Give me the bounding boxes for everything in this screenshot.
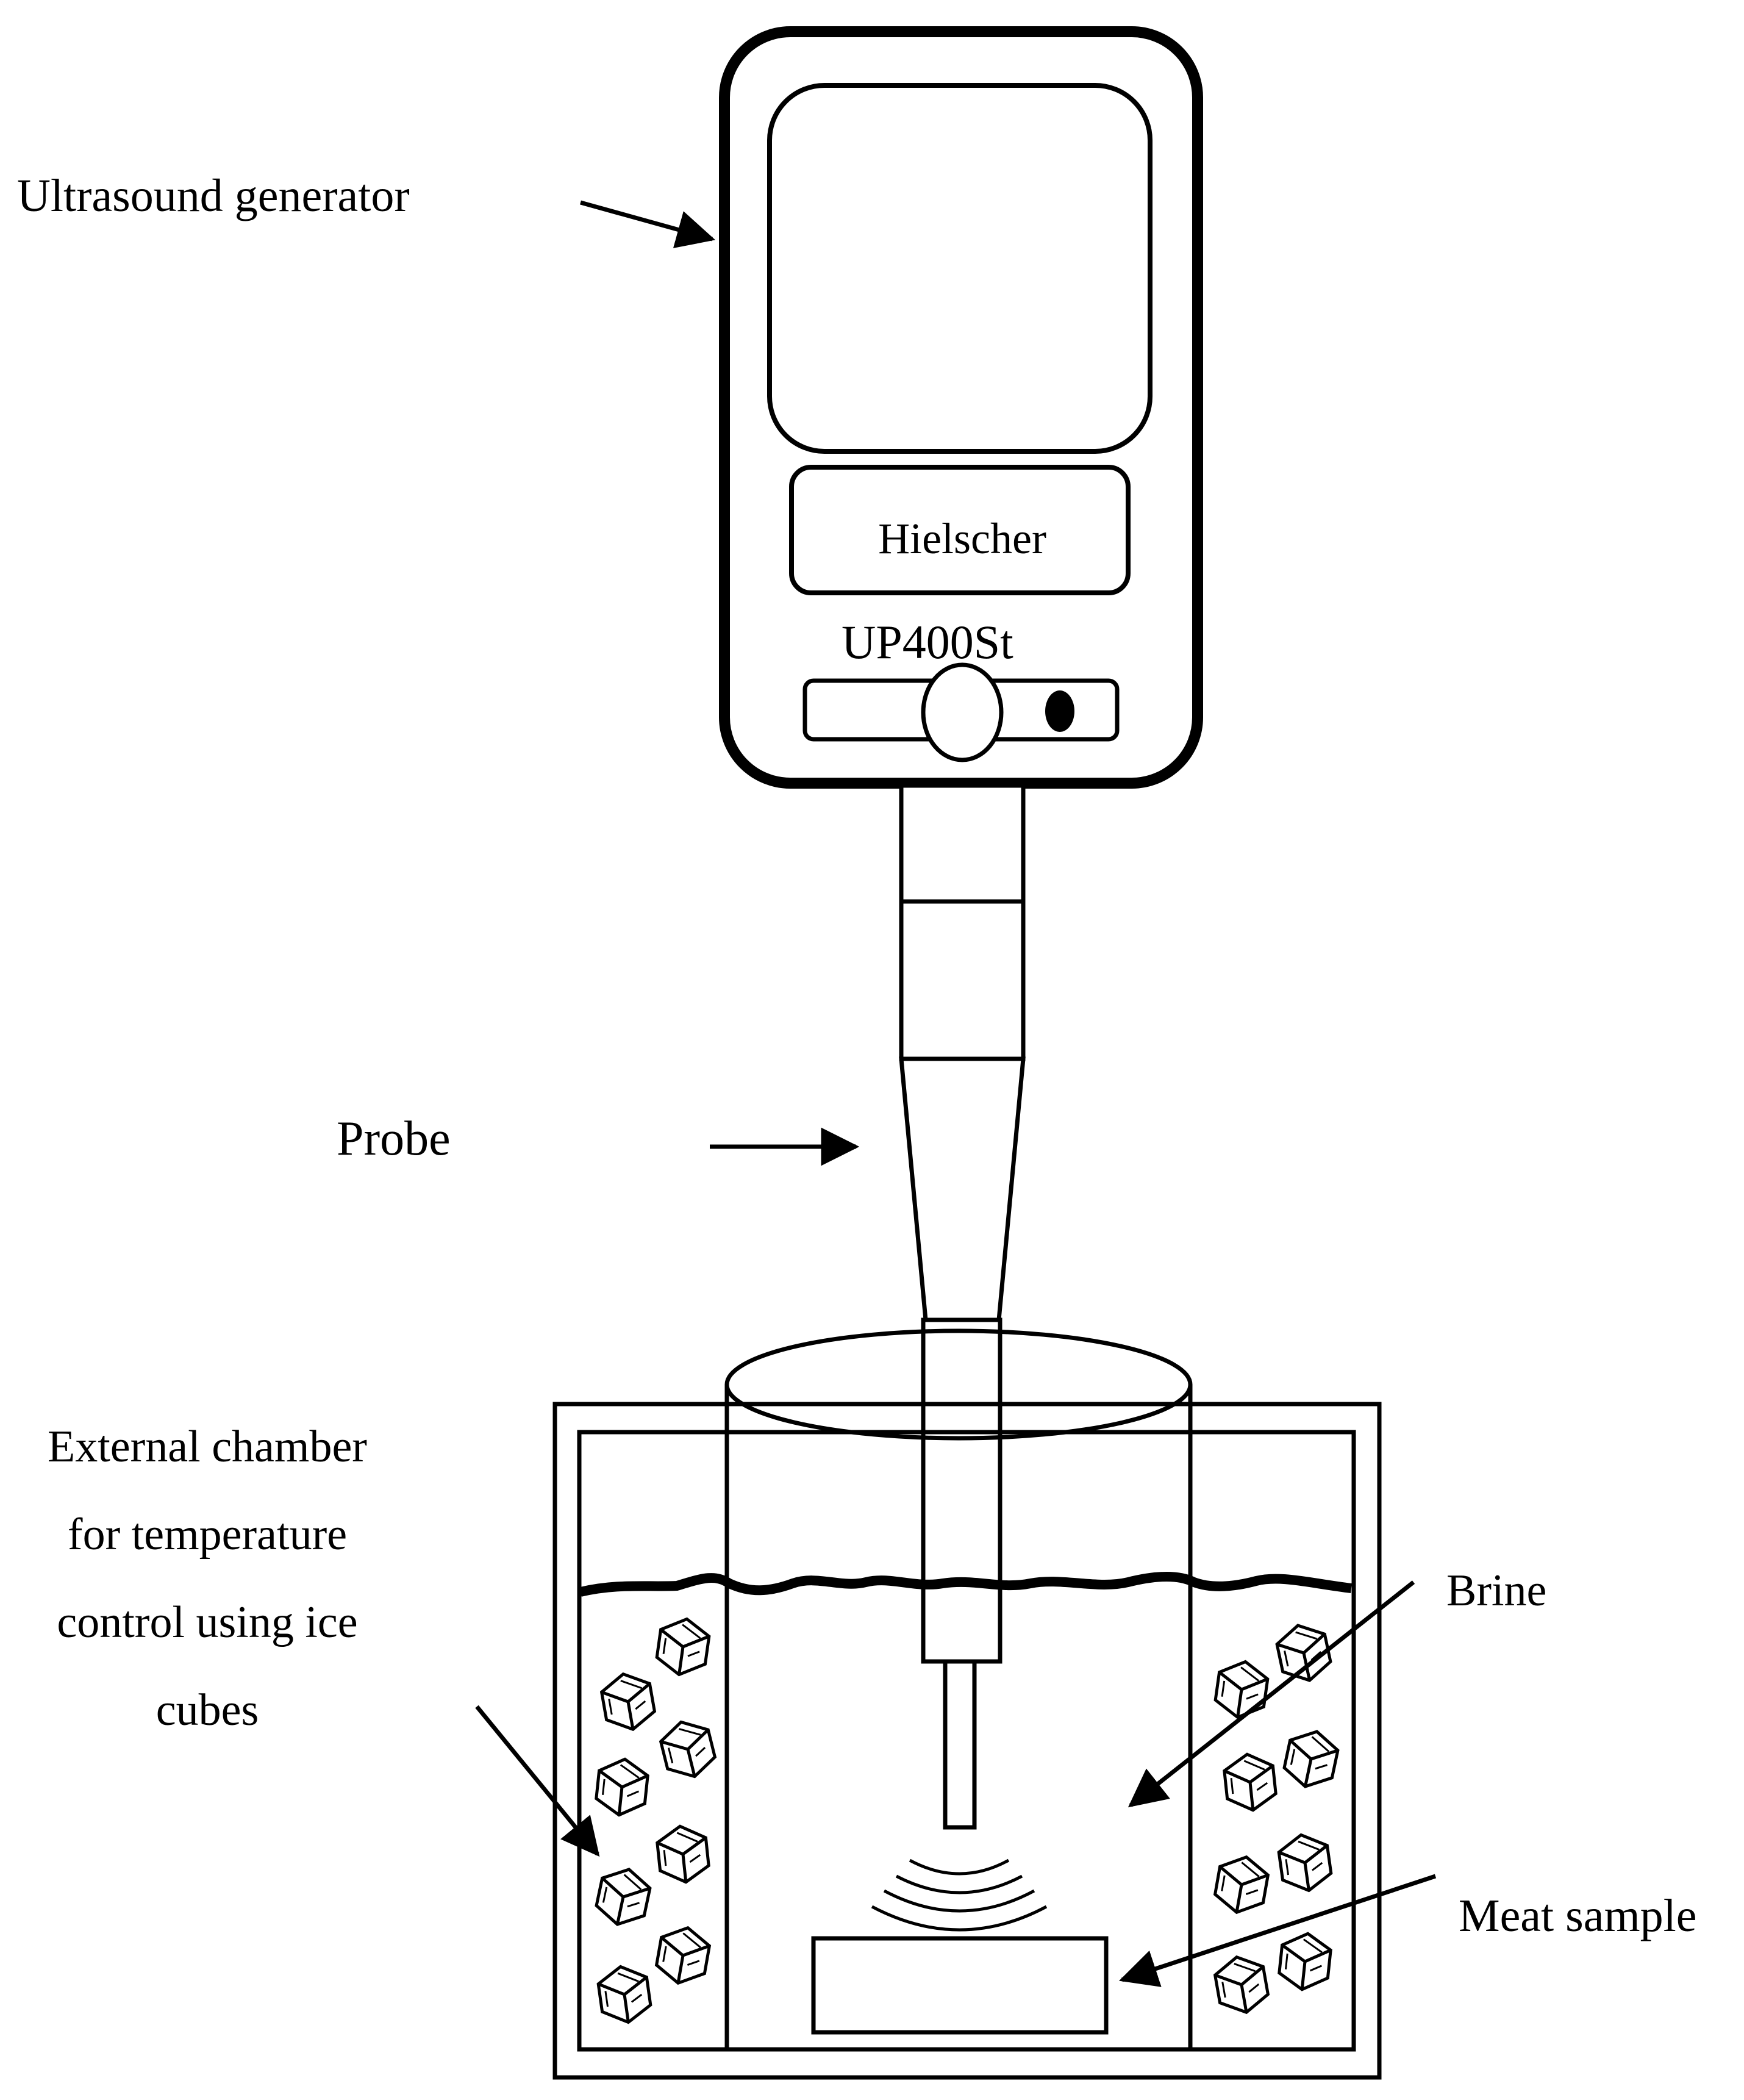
label-ultrasound-generator: Ultrasound generator: [17, 170, 410, 221]
arrow-meat-sample: [1119, 1874, 1437, 1987]
arrow-external-chamber: [475, 1705, 600, 1857]
ice-cubes-right: [1213, 1621, 1341, 2017]
ultrasound-generator: [719, 26, 1203, 789]
device-brand-name: Hielscher: [878, 514, 1046, 563]
arrow-generator: [580, 200, 716, 248]
ice-cubes-left: [593, 1616, 718, 2026]
indicator-light: [1045, 690, 1074, 732]
ultrasonic-waves: [871, 1858, 1048, 1932]
brand-panel: [789, 465, 1131, 595]
generator-display-screen: [767, 83, 1153, 454]
control-knob: [921, 662, 1004, 762]
external-chamber: [552, 1402, 1382, 2080]
label-brine: Brine: [1446, 1566, 1547, 1616]
inner-beaker: [724, 1328, 1193, 2049]
meat-sample-block: [811, 1936, 1109, 2035]
label-external-chamber: External chamber for temperature control…: [48, 1422, 367, 1735]
label-meat-sample: Meat sample: [1459, 1890, 1697, 1941]
pointer-arrows: [475, 200, 1437, 1987]
device-model-name: UP400St: [842, 615, 1013, 668]
arrow-brine: [1128, 1580, 1415, 1808]
liquid-surface: [579, 1571, 1352, 1597]
label-probe: Probe: [337, 1112, 451, 1166]
sonotrode-probe: [899, 783, 1026, 1830]
